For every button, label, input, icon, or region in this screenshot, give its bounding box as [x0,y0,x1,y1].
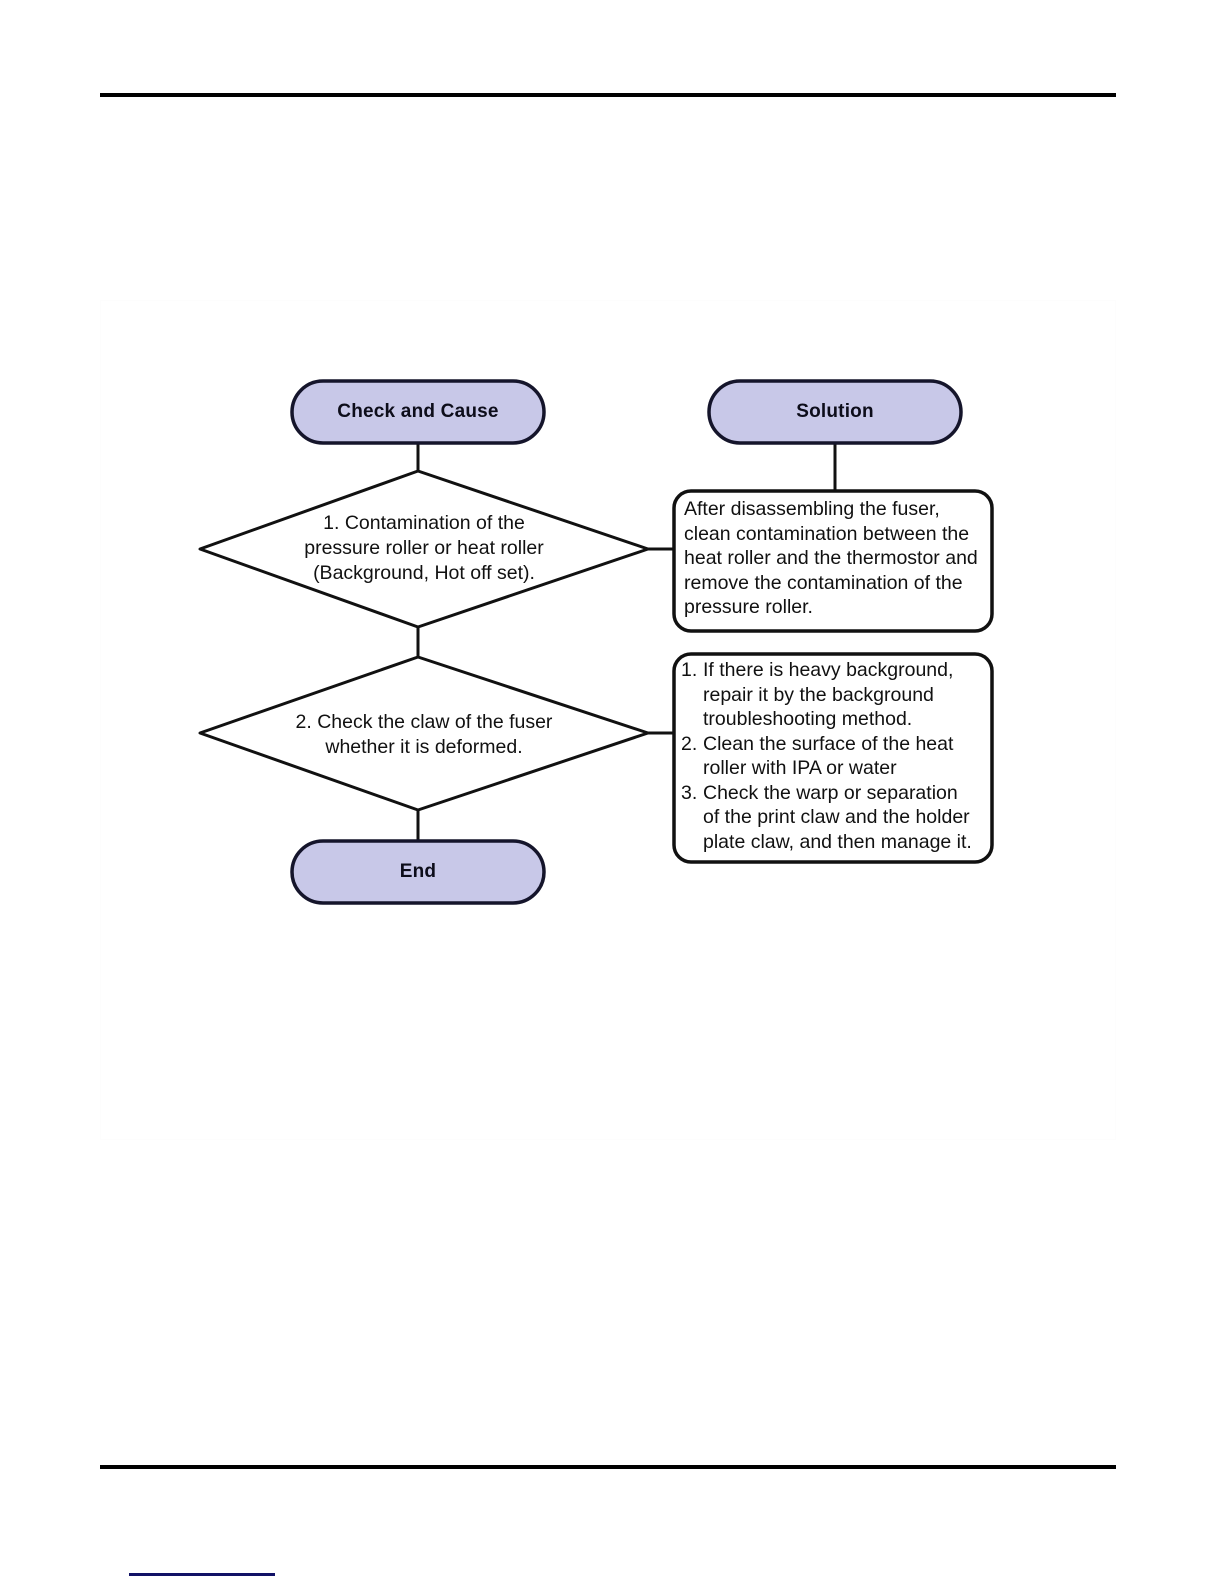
list-item-text: If there is heavy background, repair it … [703,659,954,730]
solution-box-1-paragraph: After disassembling the fuser, clean con… [684,498,978,618]
list-item: 2. Clean the surface of the heat roller … [681,732,987,781]
list-item-number: 3. [681,781,698,804]
header-rule [100,93,1116,97]
decision-label-1: 1. Contamination of the pressure roller … [304,511,544,584]
footer-link-underline [129,1573,275,1576]
solution-box-2-list: 1. If there is heavy background, repair … [681,658,987,854]
terminator-label-end: End [399,861,437,882]
list-item-number: 1. [681,659,698,681]
terminator-label-solution: Solution [796,401,874,422]
terminator-label-check-and-cause: Check and Cause [337,401,499,422]
list-item-text: Clean the surface of the heat roller wit… [703,732,954,780]
list-item-text: Check the warp or separation of the prin… [703,781,972,853]
list-item: 3. Check the warp or separation of the p… [681,781,987,855]
decision-label-2: 2. Check the claw of the fuser whether i… [295,711,553,758]
footer-rule [100,1465,1116,1469]
list-item-number: 2. [681,732,698,755]
solution-box-2-text: 1. If there is heavy background, repair … [681,658,987,858]
solution-box-1-text: After disassembling the fuser, clean con… [684,497,984,627]
list-item: 1. If there is heavy background, repair … [681,658,987,732]
